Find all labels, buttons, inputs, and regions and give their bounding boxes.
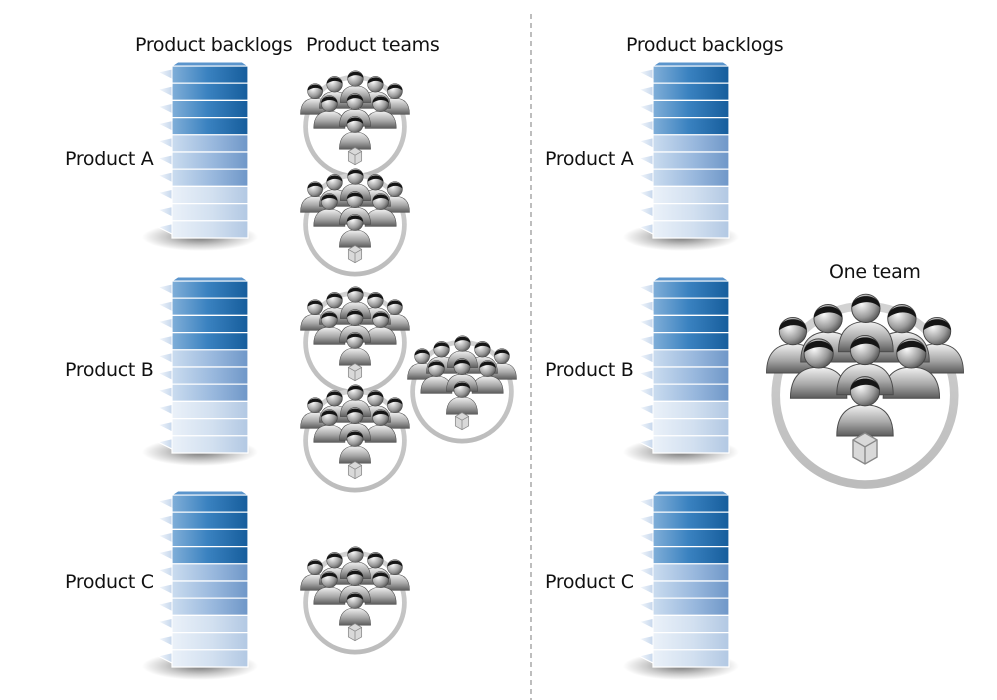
- product-team-icon: [300, 385, 409, 490]
- backlog-stack: [142, 276, 258, 466]
- left-product-c-label: Product C: [65, 571, 154, 593]
- left-backlogs-heading: Product backlogs: [135, 34, 292, 56]
- backlog-stack: [142, 61, 258, 251]
- backlog-stack: [623, 61, 739, 251]
- product-team-icon: [300, 287, 409, 392]
- one-team-label: One team: [829, 261, 921, 283]
- right-product-c-label: Product C: [545, 571, 634, 593]
- right-product-a-label: Product A: [545, 148, 634, 170]
- right-product-b-label: Product B: [545, 359, 634, 381]
- product-team-icon: [300, 71, 409, 176]
- backlog-stack: [623, 490, 739, 680]
- backlog-stack: [623, 276, 739, 466]
- product-team-icon: [407, 336, 516, 441]
- left-product-b-label: Product B: [65, 359, 154, 381]
- backlog-stack: [142, 490, 258, 680]
- product-team-icon: [300, 547, 409, 652]
- right-backlogs-heading: Product backlogs: [626, 34, 783, 56]
- left-product-a-label: Product A: [65, 148, 154, 170]
- one-team-icon: [766, 294, 963, 484]
- product-team-icon: [300, 169, 409, 274]
- left-teams-heading: Product teams: [306, 34, 439, 56]
